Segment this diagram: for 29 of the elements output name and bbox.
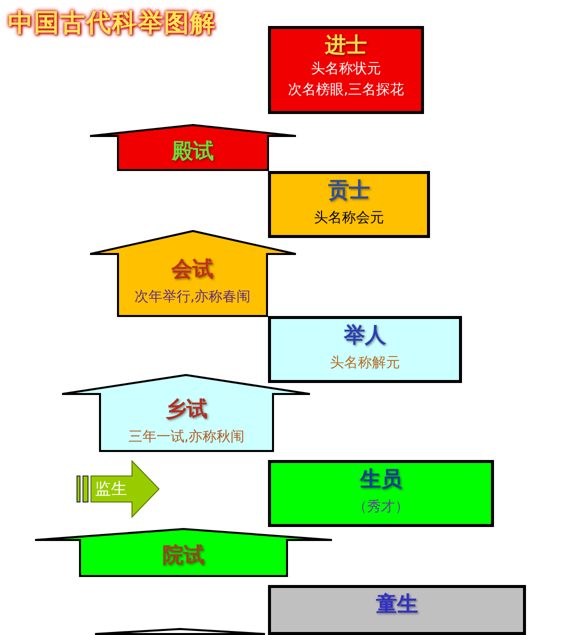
exam-name: 殿试 <box>172 138 214 164</box>
rank-box <box>268 316 462 383</box>
rank-title: 生员 <box>360 466 402 492</box>
rank-note: 次名榜眼,三名探花 <box>288 81 404 100</box>
exam-stage-block <box>90 124 296 171</box>
rank-note: 头名称解元 <box>330 354 400 373</box>
rank-title: 进士 <box>325 32 367 58</box>
rank-note: 头名称会元 <box>314 209 384 228</box>
diagram-title: 中国古代科举图解 <box>8 7 216 39</box>
exam-name: 乡试 <box>166 396 208 422</box>
exam-name: 监生 <box>95 478 127 500</box>
exam-stage-block <box>95 628 265 635</box>
exam-name: 院试 <box>162 542 204 568</box>
rank-title: 举人 <box>344 322 386 348</box>
rank-box <box>268 171 430 238</box>
rank-note: （秀才） <box>353 498 409 517</box>
exam-name: 会试 <box>172 256 214 282</box>
rank-box <box>268 585 526 635</box>
exam-note: 次年举行,亦称春闱 <box>134 288 251 307</box>
rank-box <box>268 460 494 527</box>
exam-stage-block <box>62 374 310 452</box>
rank-box <box>268 26 424 114</box>
exam-note: 三年一试,亦称秋闱 <box>128 428 245 447</box>
exam-stage-block <box>35 528 332 577</box>
right-arrow-shape <box>76 460 160 518</box>
exam-stage-block <box>90 230 296 317</box>
rank-title: 贡士 <box>328 177 370 203</box>
rank-title: 童生 <box>376 591 418 617</box>
rank-note: 头名称状元 <box>311 60 381 79</box>
